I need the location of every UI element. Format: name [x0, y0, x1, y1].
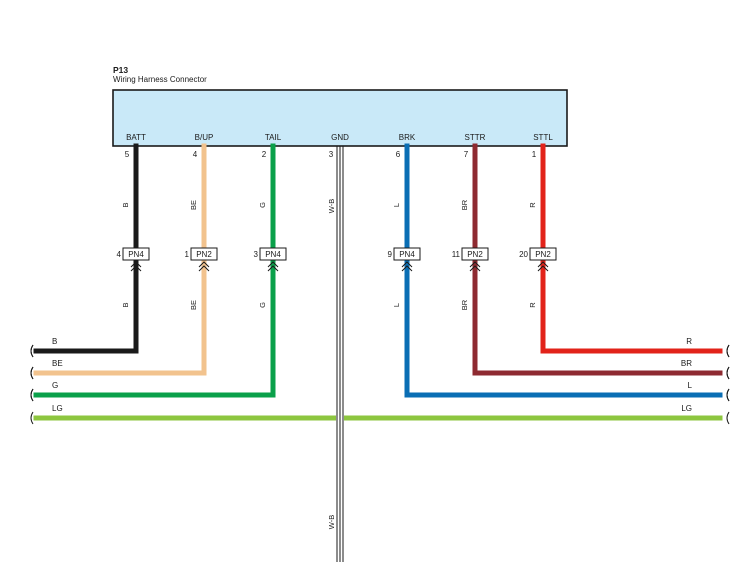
splice-pin-number: 20 [519, 250, 528, 259]
horizontal-wire-label-left: LG [52, 404, 63, 413]
connector-name: Wiring Harness Connector [113, 75, 207, 84]
wire-color-label: BE [189, 300, 198, 310]
pin-name-gnd: GND [331, 133, 349, 142]
chevron-up-icon [537, 265, 549, 272]
pin-name-sttr: STTR [465, 133, 486, 142]
wire-break-mark [30, 344, 34, 358]
splice-box [259, 247, 287, 261]
splice-label: PN2 [196, 250, 212, 259]
pin-name-batt: BATT [126, 133, 146, 142]
horizontal-wire-label-left: B [52, 337, 57, 346]
wire-color-label: BR [460, 299, 469, 310]
pin-number: 5 [125, 150, 130, 159]
splice-pn4[interactable]: PN4 3 [254, 247, 287, 272]
splice-pn2[interactable]: PN2 20 [519, 247, 557, 272]
wire-color-label: L [392, 303, 401, 307]
wire-break-mark [30, 366, 34, 380]
ground-wire[interactable]: W-B W-B [327, 146, 344, 562]
pin-number: 6 [396, 150, 401, 159]
wire-color-label: BR [460, 199, 469, 210]
pin-labels: BATT 5 B/UP 4 TAIL 2 GND 3 BRK 6 STTR 7 STTL 1 [125, 133, 554, 159]
chevron-up-icon [469, 261, 481, 268]
chevron-up-icon [537, 261, 549, 268]
connector-body[interactable] [112, 89, 568, 147]
chevron-up-icon [130, 261, 142, 268]
wire-color-label: BE [189, 200, 198, 210]
chevron-up-icon [198, 265, 210, 272]
pin-number: 1 [532, 150, 537, 159]
chevron-up-icon [130, 265, 142, 272]
horizontal-wire-label-right: R [686, 337, 692, 346]
splice-pin-number: 4 [117, 250, 122, 259]
splice-pin-number: 9 [388, 250, 393, 259]
connector-code: P13 [113, 65, 128, 75]
wire-break-mark [726, 344, 730, 358]
wire-break-mark [30, 411, 34, 425]
splice-box [190, 247, 218, 261]
pin-name-sttl: STTL [533, 133, 553, 142]
splice-label: PN4 [128, 250, 144, 259]
pin-number: 4 [193, 150, 198, 159]
splice-label: PN4 [399, 250, 415, 259]
wire-break-mark [726, 366, 730, 380]
horizontal-wire-label-left: BE [52, 359, 63, 368]
wire-color-label: G [258, 302, 267, 308]
wire-color-label: L [392, 203, 401, 207]
chevron-up-icon [267, 265, 279, 272]
chevron-up-icon [469, 265, 481, 272]
pin-name-tail: TAIL [265, 133, 282, 142]
splice-label: PN4 [265, 250, 281, 259]
splice-pin-number: 11 [452, 250, 461, 259]
wire-color-label: G [258, 202, 267, 208]
horizontal-wire-label-right: LG [681, 404, 692, 413]
splice-label: PN2 [467, 250, 483, 259]
splice-pin-number: 3 [254, 250, 259, 259]
wire-color-label: B [121, 202, 130, 207]
splice-box [122, 247, 150, 261]
wire-break-mark [30, 388, 34, 402]
pin-number: 2 [262, 150, 267, 159]
chevron-up-icon [267, 261, 279, 268]
splice-box [393, 247, 421, 261]
wire-break-mark [726, 411, 730, 425]
splice-pn2[interactable]: PN2 11 [452, 247, 489, 272]
chevron-up-icon [198, 261, 210, 268]
horizontal-wire-label-right: L [688, 381, 693, 390]
splice-pin-number: 1 [185, 250, 190, 259]
chevron-up-icon [401, 261, 413, 268]
splice-box [529, 247, 557, 261]
splice-box [461, 247, 489, 261]
wire-color-label: R [528, 302, 537, 308]
ground-wire-label: W-B [327, 515, 336, 529]
wire-color-label: R [528, 202, 537, 208]
chevron-up-icon [401, 265, 413, 272]
pin-name-b-up: B/UP [195, 133, 214, 142]
ground-wire-label: W-B [327, 199, 336, 213]
splice-label: PN2 [535, 250, 551, 259]
pin-number: 7 [464, 150, 469, 159]
horizontal-wire-label-left: G [52, 381, 58, 390]
splice-pn4[interactable]: PN4 4 [117, 247, 150, 272]
wire-break-mark [726, 388, 730, 402]
pin-name-brk: BRK [399, 133, 416, 142]
pin-number: 3 [329, 150, 334, 159]
splice-pn4[interactable]: PN4 9 [388, 247, 421, 272]
wire-color-label: B [121, 302, 130, 307]
horizontal-wire-label-right: BR [681, 359, 692, 368]
splice-pn2[interactable]: PN2 1 [185, 247, 218, 272]
horizontal-wires [30, 344, 730, 425]
splice-connectors: PN4 4 PN2 1 PN4 3 PN4 9 PN2 11 PN2 20 [117, 247, 557, 272]
